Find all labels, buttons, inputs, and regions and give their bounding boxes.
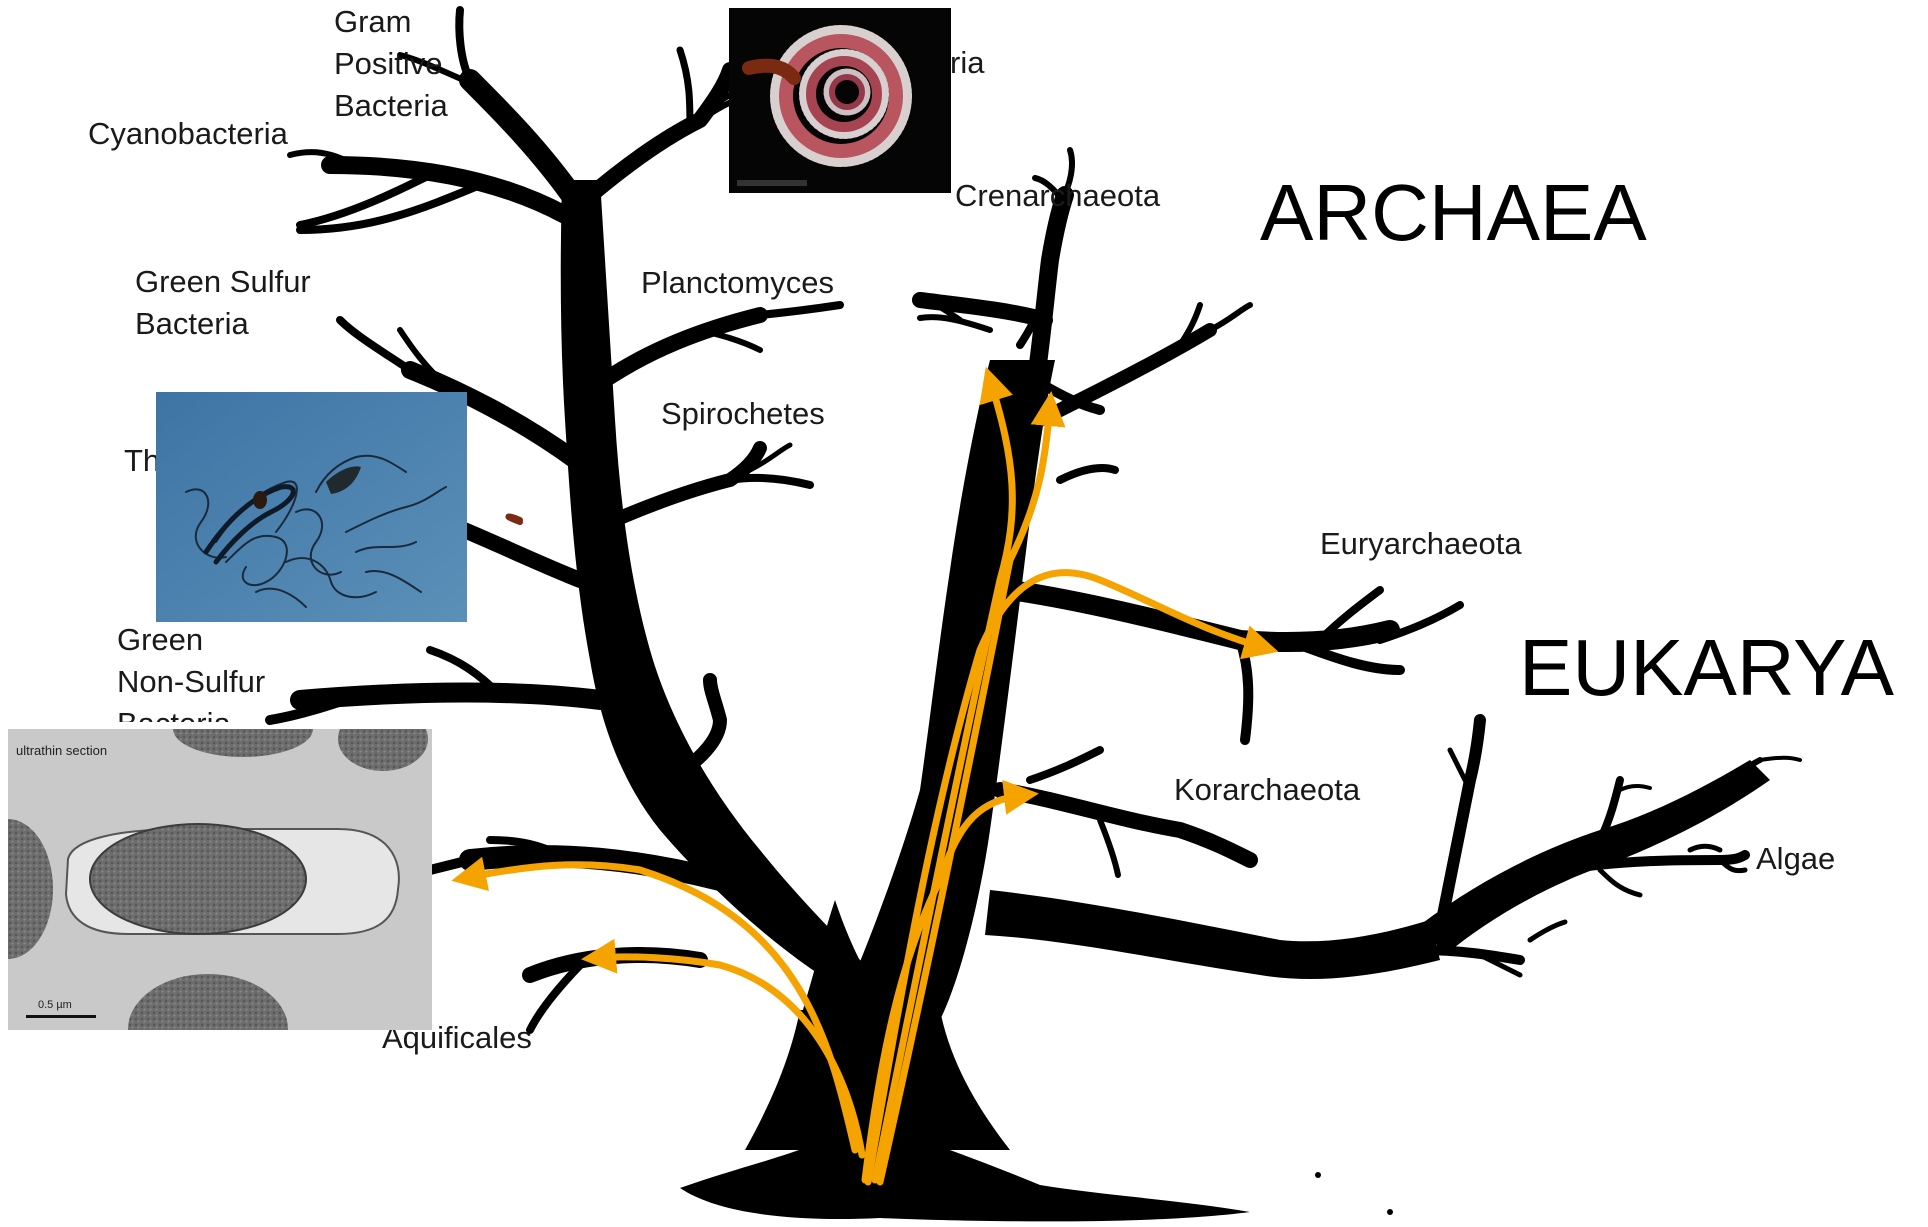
label-korarchaeota: Korarchaeota <box>1174 769 1360 811</box>
label-euryarchaeota: Euryarchaeota <box>1320 523 1522 565</box>
ultrathin-illustration <box>8 729 432 1030</box>
ultrathin-caption: ultrathin section <box>16 743 107 758</box>
label-spirochetes: Spirochetes <box>661 393 825 435</box>
speck <box>1315 1172 1321 1178</box>
label-planctomyces: Planctomyces <box>641 262 834 304</box>
worm-illustration <box>729 8 951 193</box>
photo-ultrathin-section: ultrathin section 0.5 µm <box>8 729 432 1030</box>
domain-label-archaea: ARCHAEA <box>1260 168 1647 258</box>
photo-spirochete-micrograph <box>156 392 467 622</box>
label-cyanobacteria: Cyanobacteria <box>88 113 288 155</box>
scale-bar-label: 0.5 µm <box>38 999 72 1011</box>
label-crenarchaeota: Crenarchaeota <box>955 175 1160 217</box>
spirochete-illustration <box>156 392 467 622</box>
eukarya-main-branch <box>985 890 1440 979</box>
label-algae: Algae <box>1756 838 1835 880</box>
label-green-sulfur-bacteria: Green Sulfur Bacteria <box>135 261 311 345</box>
label-proteobacteria-partial: ria <box>950 42 984 84</box>
label-green-non-sulfur-bacteria: Green Non-Sulfur Bacteria <box>117 619 265 722</box>
photo-segmented-worm <box>729 8 951 193</box>
domain-label-eukarya: EUKARYA <box>1519 623 1894 713</box>
label-thermotogae-partial: Th <box>124 440 160 482</box>
speck <box>1387 1209 1393 1215</box>
label-gram-positive-bacteria: Gram Positive Bacteria <box>334 1 448 127</box>
